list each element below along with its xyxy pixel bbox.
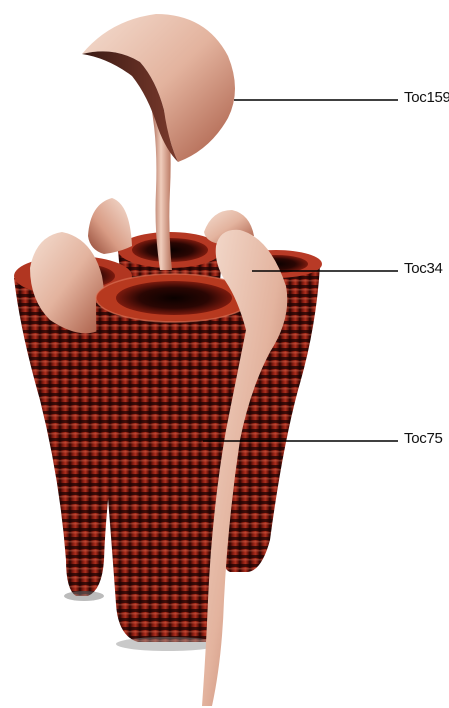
label-toc159: Toc159 xyxy=(404,89,449,106)
toc34-flap-back xyxy=(88,198,132,254)
label-toc75: Toc75 xyxy=(404,430,443,447)
label-toc34: Toc34 xyxy=(404,260,443,277)
